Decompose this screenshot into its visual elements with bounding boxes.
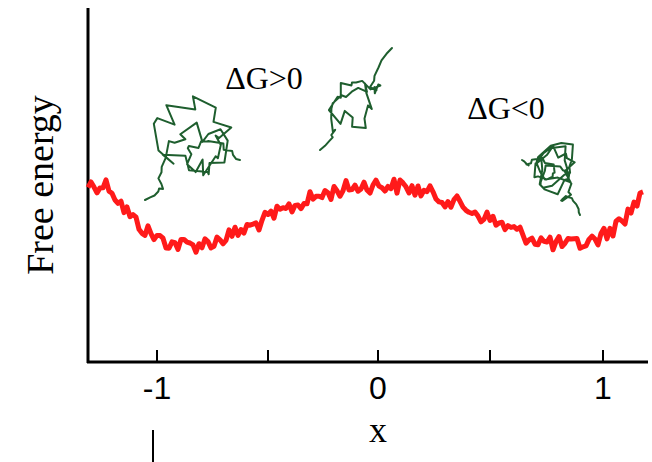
protein-chain [145,96,240,200]
tick-label: 0 [369,372,387,404]
tick [377,350,379,362]
axis-title: x [369,412,387,448]
protein-chains [145,48,580,215]
tick [267,350,269,362]
tick-label: -1 [143,372,171,404]
x-axis [87,361,648,364]
axis-title: Free energy [21,95,59,275]
protein-chain [320,48,392,150]
protein-chain [522,143,580,215]
tick [602,350,604,362]
tick [489,350,491,362]
annotation: ΔG>0 [225,62,303,94]
annotation: ΔG<0 [467,92,545,124]
tick [156,350,158,362]
tick-label: 1 [594,372,612,404]
stray-mark [152,430,154,462]
